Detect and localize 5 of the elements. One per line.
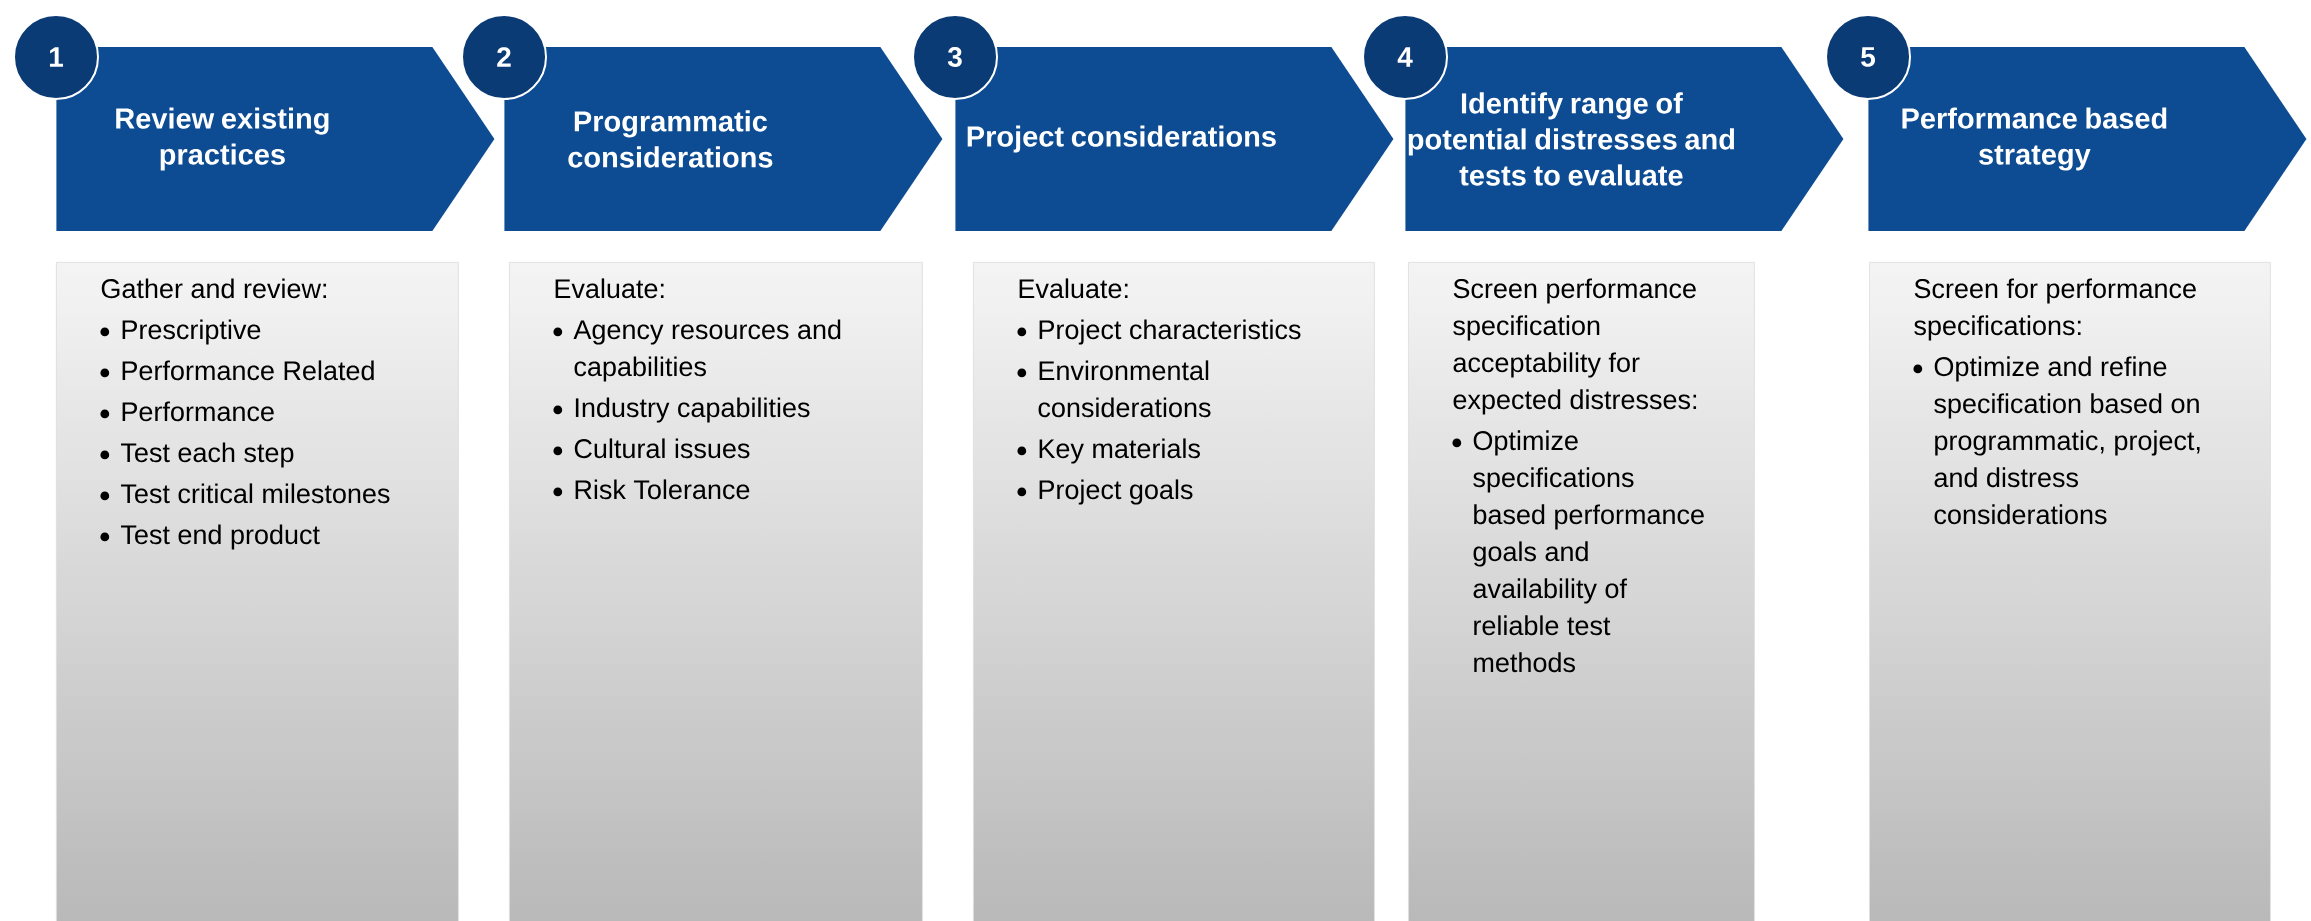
description-panel: Evaluate: Project characteristics Environmental considerations Key materials Project goals xyxy=(973,262,1375,921)
description-panel: Gather and review: Prescriptive Performance Related Performance Test each step Test critical milestones Test end product xyxy=(56,262,459,921)
description-panel: Evaluate: Agency resources and capabilities Industry capabilities Cultural issues Risk Tolerance xyxy=(509,262,923,921)
description-panel: Screen for performance specifications: Optimize and refine specification based on programmatic, project, and distress considerations xyxy=(1869,262,2271,921)
description-panel: Screen performance specification acceptability for expected distresses: Optimize specifications based performance goals and availability of reliable test methods xyxy=(1408,262,1755,921)
